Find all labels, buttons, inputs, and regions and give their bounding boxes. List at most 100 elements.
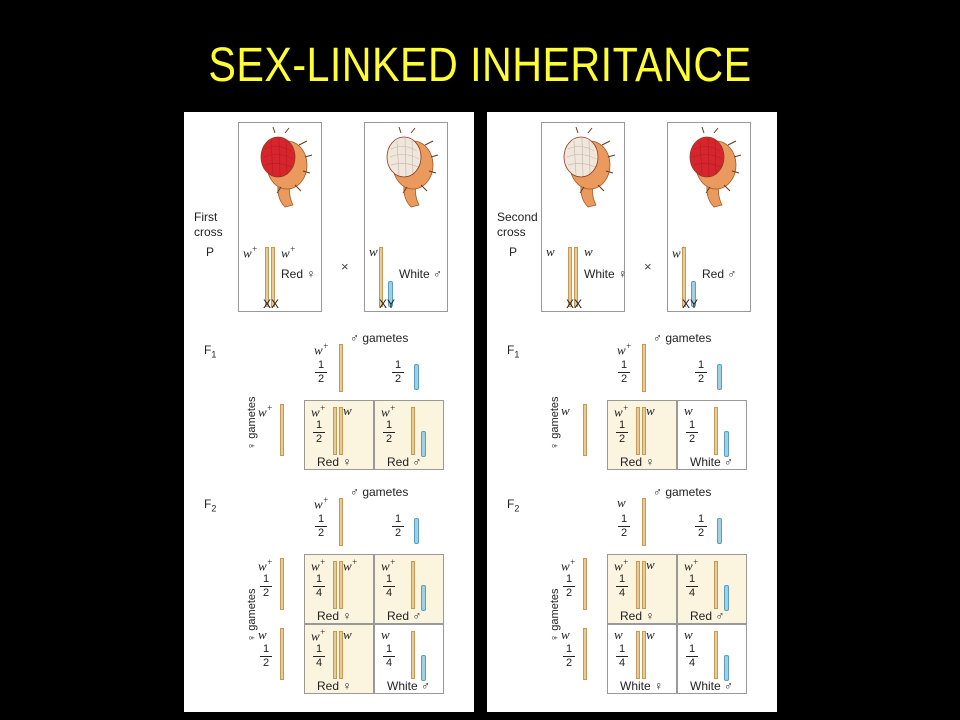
allele-label: w+ xyxy=(243,244,258,261)
x-chromosome xyxy=(333,631,337,679)
male-gametes-label: ♂ gametes xyxy=(350,331,409,345)
x-chromosome xyxy=(379,247,383,307)
y-chromosome xyxy=(724,431,729,457)
allele-label: w xyxy=(561,627,570,642)
allele-label: w xyxy=(343,627,352,642)
allele-label: w xyxy=(684,403,693,418)
allele-label: w+ xyxy=(311,403,326,420)
x-chromosome xyxy=(280,558,284,610)
x-chromosome xyxy=(333,407,337,455)
offspring-phenotype: Red ♂ xyxy=(387,455,422,469)
karyotype-label: XX xyxy=(263,297,280,311)
allele-label: w xyxy=(381,627,390,642)
allele-label: w xyxy=(584,244,593,259)
parent-phenotype: White ♂ xyxy=(399,267,443,281)
x-chromosome xyxy=(636,561,640,609)
x-chromosome xyxy=(714,631,718,679)
white-eyed-fly-icon xyxy=(563,127,616,208)
offspring-phenotype: Red ♂ xyxy=(387,609,422,623)
x-chromosome xyxy=(339,498,343,546)
male-gametes-label: ♂ gametes xyxy=(350,485,409,499)
p-generation-label: P xyxy=(206,245,215,259)
x-chromosome xyxy=(265,247,269,307)
allele-label: w xyxy=(369,244,378,259)
allele-label: w xyxy=(646,403,655,418)
x-chromosome xyxy=(642,407,646,455)
allele-label: w xyxy=(646,557,655,572)
x-chromosome xyxy=(636,631,640,679)
female-parent-box: w+w+Red ♀XX xyxy=(238,122,322,312)
offspring-phenotype: Red ♀ xyxy=(620,455,655,469)
offspring-phenotype: Red ♀ xyxy=(620,609,655,623)
generation-label: F1 xyxy=(204,343,217,360)
male-parent-box: w+Red ♂XY xyxy=(667,122,751,312)
x-chromosome xyxy=(411,631,415,679)
x-chromosome xyxy=(642,498,646,546)
allele-label: w xyxy=(617,495,626,510)
offspring-phenotype: White ♂ xyxy=(387,679,431,693)
y-chromosome xyxy=(388,281,393,307)
x-chromosome xyxy=(714,407,718,455)
allele-label: w xyxy=(646,627,655,642)
female-gametes-label: ♀ gametes xyxy=(549,588,561,643)
y-chromosome xyxy=(717,364,722,390)
x-chromosome xyxy=(411,407,415,455)
allele-label: w xyxy=(546,244,555,259)
x-chromosome xyxy=(339,407,343,455)
x-chromosome xyxy=(574,247,578,307)
allele-label: w+ xyxy=(617,341,632,358)
male-gametes-label: ♂ gametes xyxy=(653,331,712,345)
karyotype-label: XX xyxy=(566,297,583,311)
p-generation-label: P xyxy=(509,245,518,259)
offspring-phenotype: Red ♂ xyxy=(690,609,725,623)
allele-label: w+ xyxy=(561,557,576,574)
female-gametes-label: ♀ gametes xyxy=(246,588,258,643)
offspring-phenotype: Red ♀ xyxy=(317,609,352,623)
x-chromosome xyxy=(339,344,343,392)
cross-label: cross xyxy=(497,225,526,239)
generation-label: F1 xyxy=(507,343,520,360)
y-chromosome xyxy=(717,518,722,544)
y-chromosome xyxy=(421,655,426,681)
x-chromosome xyxy=(339,631,343,679)
x-chromosome xyxy=(714,561,718,609)
allele-label: w+ xyxy=(314,341,329,358)
x-chromosome xyxy=(642,344,646,392)
allele-label: w xyxy=(684,627,693,642)
generation-label: F2 xyxy=(204,497,217,514)
karyotype-label: XY xyxy=(682,297,699,311)
karyotype-label: XY xyxy=(379,297,396,311)
offspring-phenotype: White ♀ xyxy=(620,679,664,693)
y-chromosome xyxy=(724,585,729,611)
cross-label: First xyxy=(194,210,218,224)
parent-phenotype: Red ♀ xyxy=(281,267,316,281)
allele-label: w+ xyxy=(311,627,326,644)
x-chromosome xyxy=(642,631,646,679)
x-chromosome xyxy=(280,628,284,680)
y-chromosome xyxy=(691,281,696,307)
x-chromosome xyxy=(333,561,337,609)
y-chromosome xyxy=(421,585,426,611)
x-chromosome xyxy=(583,558,587,610)
